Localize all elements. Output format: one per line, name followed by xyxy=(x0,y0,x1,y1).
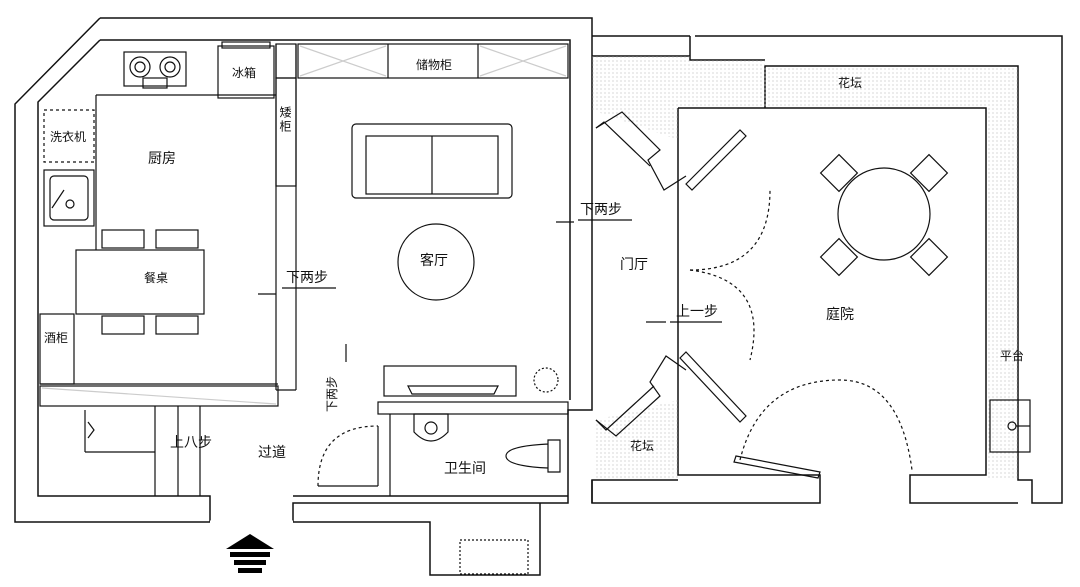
storage-cabinet-label: 储物柜 xyxy=(416,58,453,72)
planter-bottom-label: 花坛 xyxy=(630,439,655,453)
washbasin-icon xyxy=(413,413,449,442)
step-down-two-kitchen-label: 下两步 xyxy=(286,270,328,286)
shoe-cabinet-label: 矮柜 xyxy=(278,106,292,134)
entrance-arrow-icon xyxy=(226,534,274,573)
living-room-label: 客厅 xyxy=(420,253,448,269)
sofa-icon xyxy=(351,123,513,199)
plant-icon xyxy=(533,367,559,393)
outer-wall xyxy=(100,17,593,576)
sink-icon xyxy=(43,169,95,227)
wine-cabinet-label: 酒柜 xyxy=(44,331,69,345)
platform-label: 平台 xyxy=(1000,349,1025,363)
foyer-label: 门厅 xyxy=(620,257,648,273)
corridor-label: 过道 xyxy=(258,445,286,461)
step-down-two-foyer-label: 下两步 xyxy=(580,202,622,218)
round-table-icon xyxy=(837,167,931,261)
fridge-label: 冰箱 xyxy=(232,66,257,80)
courtyard-label: 庭院 xyxy=(826,307,854,323)
step-up-eight-label: 上八步 xyxy=(170,435,212,451)
dining-table-label: 餐桌 xyxy=(144,271,169,285)
planter-top-label: 花坛 xyxy=(838,76,863,90)
step-down-two-corridor-label: 下两步 xyxy=(325,375,339,412)
bathroom-label: 卫生间 xyxy=(444,461,486,477)
stove-icon xyxy=(123,51,187,87)
washer-label: 洗衣机 xyxy=(50,130,87,144)
kitchen-label: 厨房 xyxy=(148,151,176,167)
step-up-one-label: 上一步 xyxy=(676,304,718,320)
toilet-icon xyxy=(505,439,561,473)
